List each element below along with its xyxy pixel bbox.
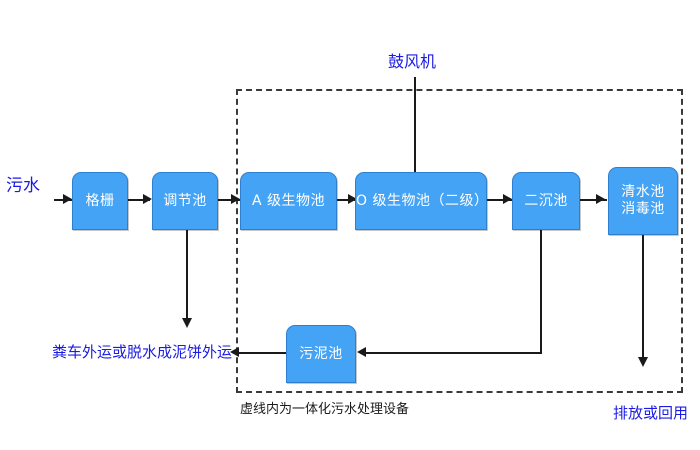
- box-sludge-tank[interactable]: 污泥池: [286, 325, 356, 383]
- regulate-to-astage-arrowhead: [231, 194, 240, 204]
- box-o-stage-biotank[interactable]: O 级生物池（二级）: [355, 172, 488, 230]
- grid-to-regulate-arrowhead: [143, 194, 152, 204]
- integrated-equipment-enclosure: [236, 89, 683, 393]
- astage-to-ostage-line: [337, 199, 357, 201]
- grid-to-regulate-line: [128, 199, 150, 201]
- effluent-note: 排放或回用: [613, 404, 689, 422]
- clearwater-to-effluent-arrowhead: [638, 357, 648, 367]
- clearwater-to-effluent-line: [642, 235, 644, 361]
- box-regulating-tank[interactable]: 调节池: [152, 172, 218, 230]
- regulate-to-astage-line: [218, 199, 240, 201]
- ostage-to-clarifier-arrowhead: [503, 194, 512, 204]
- box-a-stage-biotank[interactable]: A 级生物池: [240, 172, 337, 230]
- regulate-to-disposal-arrowhead: [182, 318, 192, 328]
- box-secondary-clarifier[interactable]: 二沉池: [512, 172, 580, 230]
- sludge-disposal-note: 粪车外运或脱水成泥饼外运: [52, 343, 233, 361]
- blower-feed-line: [414, 77, 416, 181]
- sludge-to-disposal-line: [238, 352, 286, 354]
- clarifier-to-clearwater-arrowhead: [596, 194, 605, 204]
- box-grid[interactable]: 格栅: [72, 172, 128, 230]
- influent-connector-arrowhead: [63, 194, 72, 204]
- clarifier-to-sludge-vline: [540, 230, 542, 353]
- ostage-to-clarifier-line: [487, 199, 513, 201]
- astage-to-ostage-arrowhead: [348, 194, 357, 204]
- blower-label: 鼓风机: [388, 52, 437, 71]
- clarifier-to-clearwater-line: [580, 199, 607, 201]
- clarifier-to-sludge-hline: [366, 352, 542, 354]
- sludge-to-disposal-arrowhead: [230, 347, 239, 357]
- regulate-to-disposal-line: [186, 230, 188, 322]
- influent-label: 污水: [6, 176, 40, 196]
- clarifier-to-sludge-arrowhead: [357, 347, 366, 357]
- enclosure-caption: 虚线内为一体化污水处理设备: [240, 402, 410, 417]
- box-clearwater-disinfection-tank[interactable]: 清水池 消毒池: [608, 167, 678, 235]
